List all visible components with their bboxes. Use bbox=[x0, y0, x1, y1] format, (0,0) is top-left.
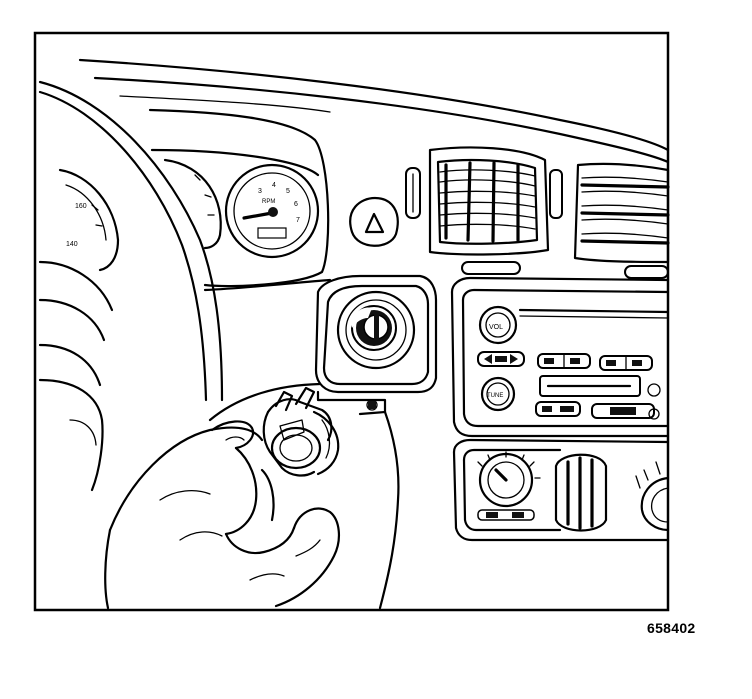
dashboard-top-edge bbox=[78, 58, 670, 164]
radio-unit bbox=[450, 276, 670, 438]
fuel-gauge bbox=[163, 158, 222, 250]
cassette-door bbox=[539, 375, 661, 397]
figure-border bbox=[33, 31, 670, 612]
tach-tick-7: 7 bbox=[296, 217, 300, 224]
radio-preset-buttons-row-1[interactable] bbox=[537, 353, 653, 371]
dash-lower-edge bbox=[203, 278, 332, 292]
dash-lower-contour bbox=[208, 382, 322, 422]
steering-wheel bbox=[38, 80, 224, 492]
hazard-button[interactable] bbox=[349, 196, 399, 247]
speedometer: 160 140 bbox=[58, 168, 120, 272]
tach-tick-5: 5 bbox=[286, 188, 290, 195]
speed-tick-140: 140 bbox=[66, 241, 78, 248]
tach-tick-6: 6 bbox=[294, 201, 298, 208]
ignition-lock-cylinder[interactable] bbox=[350, 305, 397, 351]
vol-label: VOL bbox=[489, 324, 503, 331]
climate-control-panel bbox=[452, 438, 670, 542]
instrument-cluster-hood bbox=[148, 108, 330, 288]
radio-seek-button[interactable] bbox=[477, 351, 525, 367]
tach-unit: RPM bbox=[262, 199, 275, 205]
tach-tick-3: 3 bbox=[258, 188, 262, 195]
volume-knob[interactable]: VOL bbox=[478, 305, 518, 345]
tach-tick-4: 4 bbox=[272, 182, 276, 189]
cd-slot bbox=[518, 308, 670, 314]
removed-lock-housing[interactable] bbox=[262, 386, 340, 477]
figure-id-label: 658402 bbox=[647, 620, 696, 636]
speed-tick-160: 160 bbox=[75, 203, 87, 210]
side-slot bbox=[405, 167, 421, 219]
vent-divider-slot bbox=[549, 169, 563, 219]
tune-label: TUNE bbox=[487, 393, 503, 399]
center-vent-right bbox=[573, 162, 670, 279]
climate-vent bbox=[554, 453, 608, 532]
tune-knob[interactable]: TUNE bbox=[480, 376, 516, 412]
center-vent-left bbox=[428, 146, 550, 275]
hand bbox=[104, 420, 340, 610]
ignition-bezel bbox=[314, 274, 438, 394]
tachometer: 3 4 5 6 7 RPM bbox=[224, 163, 320, 259]
dash-console-edge bbox=[378, 410, 400, 610]
hazard-triangle-icon bbox=[364, 212, 385, 234]
fan-dial[interactable] bbox=[635, 461, 670, 532]
bezel-mounting-tab bbox=[316, 390, 387, 416]
radio-preset-buttons-row-2[interactable] bbox=[535, 401, 660, 420]
key-slot-icon bbox=[374, 314, 379, 340]
